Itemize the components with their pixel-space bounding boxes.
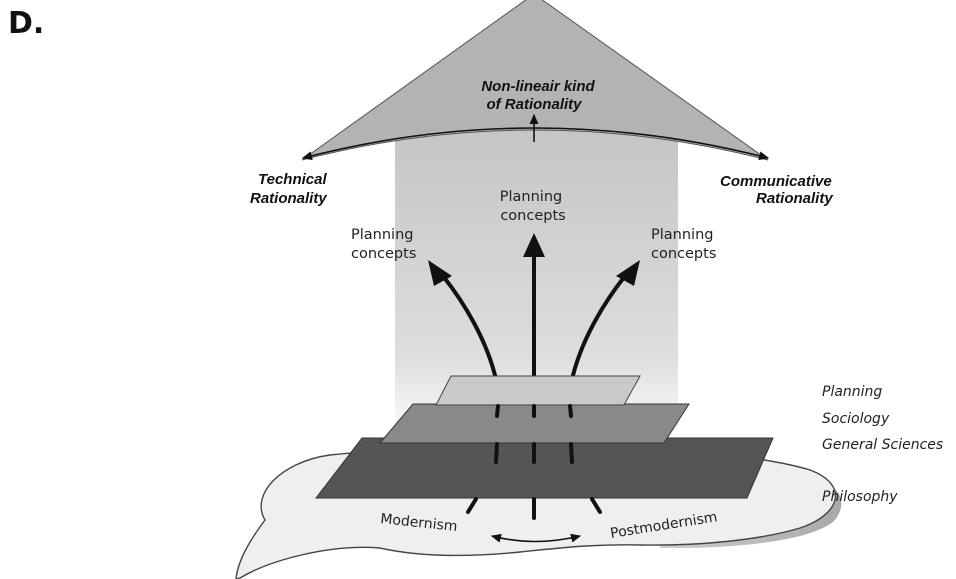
arrowhead-center (523, 233, 545, 257)
concept-center-line2: concepts (500, 208, 565, 224)
layer-label-sociology: Sociology (822, 411, 890, 427)
technical-label-line1: Technical (258, 171, 327, 188)
base-double-arrow (490, 533, 582, 543)
layer-label-general-sciences: General Sciences (822, 437, 943, 453)
concept-right-line1: Planning (651, 227, 713, 243)
arrowhead-left (428, 260, 452, 286)
layer-label-philosophy: Philosophy (822, 489, 898, 505)
concept-center-line1: Planning (500, 189, 562, 205)
top-label-line2: of Rationality (486, 96, 582, 113)
technical-label-line2: Rationality (250, 190, 327, 207)
arrowhead-right (616, 260, 640, 286)
layer-pillars (466, 404, 602, 520)
layer-label-planning: Planning (822, 384, 882, 400)
concept-left-line1: Planning (351, 227, 413, 243)
layer-philosophy (314, 437, 774, 499)
concept-right-line2: concepts (651, 246, 716, 262)
panel-letter: D. (8, 6, 45, 41)
concept-arrows (441, 251, 627, 386)
communicative-label-line1: Communicative (720, 173, 832, 190)
top-label-line1: Non-lineair kind (481, 78, 595, 95)
communicative-label-line2: Rationality (756, 190, 833, 207)
concept-left-line2: concepts (351, 246, 416, 262)
layer-sociology (435, 375, 641, 406)
